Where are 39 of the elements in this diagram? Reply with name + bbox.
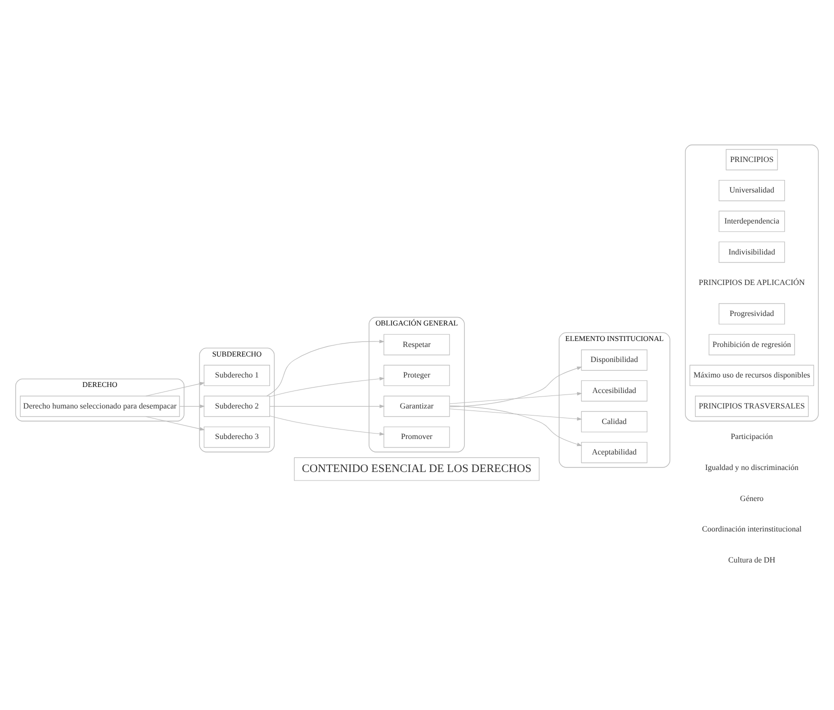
node-box: PRINCIPIOS TRASVERSALES — [695, 395, 809, 416]
node-box: Interdependencia — [718, 210, 785, 232]
arrow — [266, 339, 384, 396]
label: Igualdad y no discriminación — [705, 462, 798, 472]
arrow — [449, 405, 582, 446]
arrow — [146, 416, 205, 430]
node-box: Máximo uso de recursos disponibles — [690, 364, 814, 386]
arrow — [179, 404, 205, 408]
node-box: Prohibición de regresión — [708, 334, 795, 355]
node-box: Disponibilidad — [581, 349, 648, 370]
node-box: Aceptabilidad — [581, 441, 648, 463]
node-box: Proteger — [384, 364, 450, 386]
node-text: PRINCIPIOS DE APLICACIÓN — [698, 278, 805, 287]
node-box: Subderecho 2 — [204, 395, 270, 416]
node-box: Subderecho 3 — [204, 426, 270, 448]
node-box: Derecho humano seleccionado para desempacar — [20, 395, 180, 416]
node-box: Promover — [384, 426, 450, 448]
node-box: Progresividad — [718, 302, 785, 324]
node-box: Subderecho 1 — [204, 364, 270, 386]
label: Coordinación interinstitucional — [702, 524, 802, 534]
cluster — [684, 144, 819, 421]
label: Cultura de DH — [728, 555, 776, 564]
arrow — [146, 382, 205, 396]
arrow — [449, 366, 582, 407]
arrow — [449, 391, 582, 404]
arrow — [269, 415, 385, 436]
node-box: Calidad — [581, 410, 648, 432]
arrow — [270, 404, 385, 408]
node-box: Indivisibilidad — [718, 241, 785, 262]
arrow — [269, 376, 385, 396]
label: Género — [740, 493, 764, 502]
arrow — [449, 408, 582, 420]
label: Participación — [730, 432, 773, 441]
node-box: Garantizar — [384, 395, 450, 416]
node-box: CONTENIDO ESENCIAL DE LOS DERECHOS — [294, 456, 540, 480]
node-box: PRINCIPIOS — [726, 148, 778, 170]
node-box: Universalidad — [718, 179, 785, 201]
node-box: Accesibilidad — [581, 380, 648, 401]
node-box: Respetar — [384, 334, 450, 355]
